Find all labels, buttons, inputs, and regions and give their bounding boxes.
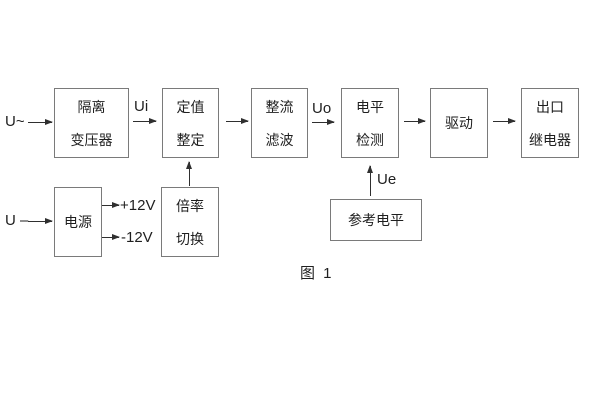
block-drive-line1: 驱动 [445,115,473,131]
arrow-power-to-minus-12v [102,233,120,240]
label-ac-input: U~ [5,113,25,130]
block-rectifier-filter: 整流 滤波 [251,88,308,158]
block-drive: 驱动 [430,88,488,158]
figure-caption: 图 1 [300,265,334,282]
label-plus-12v: +12V [120,197,156,214]
label-minus-12v: -12V [121,229,153,246]
label-signal-uo: Uo [312,100,332,117]
arrow-dc-input-to-power [28,217,53,224]
label-dc-input: U – [5,212,29,229]
block-level-detection: 电平 检测 [341,88,399,158]
block-value-setting: 定值 整定 [162,88,219,158]
block-isolation-transformer: 隔离 变压器 [54,88,129,158]
block-ratio-switching-line1: 倍率 [176,197,204,214]
block-reference-level: 参考电平 [330,199,422,241]
arrow-transformer-to-setting [133,117,157,124]
block-value-setting-line1: 定值 [176,98,205,115]
label-signal-ue: Ue [377,171,397,188]
block-value-setting-line2: 整定 [176,131,205,148]
block-isolation-transformer-line2: 变压器 [70,131,113,148]
arrow-ac-input-to-transformer [28,118,53,125]
arrow-drive-to-output-relay [493,117,516,124]
block-power-supply: 电源 [54,187,102,257]
block-ratio-switching-line2: 切换 [176,230,204,247]
block-level-detection-line1: 电平 [356,98,384,115]
arrow-power-to-plus-12v [102,201,120,208]
arrow-setting-to-rectifier [226,117,249,124]
arrow-rectifier-to-level-detection [312,118,335,125]
arrow-level-detection-to-drive [404,117,426,124]
block-output-relay-line2: 继电器 [529,131,571,148]
block-level-detection-line2: 检测 [356,131,384,148]
block-output-relay: 出口 继电器 [521,88,579,158]
block-rectifier-filter-line2: 滤波 [265,131,294,148]
label-signal-ui: Ui [134,98,149,115]
arrow-reference-to-level-detection [366,165,373,196]
block-power-supply-line1: 电源 [64,214,92,230]
block-ratio-switching: 倍率 切换 [161,187,219,257]
arrow-ratio-switching-to-setting [185,161,192,186]
block-reference-level-line1: 参考电平 [348,212,404,228]
block-isolation-transformer-line1: 隔离 [77,98,106,115]
block-rectifier-filter-line1: 整流 [265,98,294,115]
block-output-relay-line1: 出口 [536,98,564,115]
